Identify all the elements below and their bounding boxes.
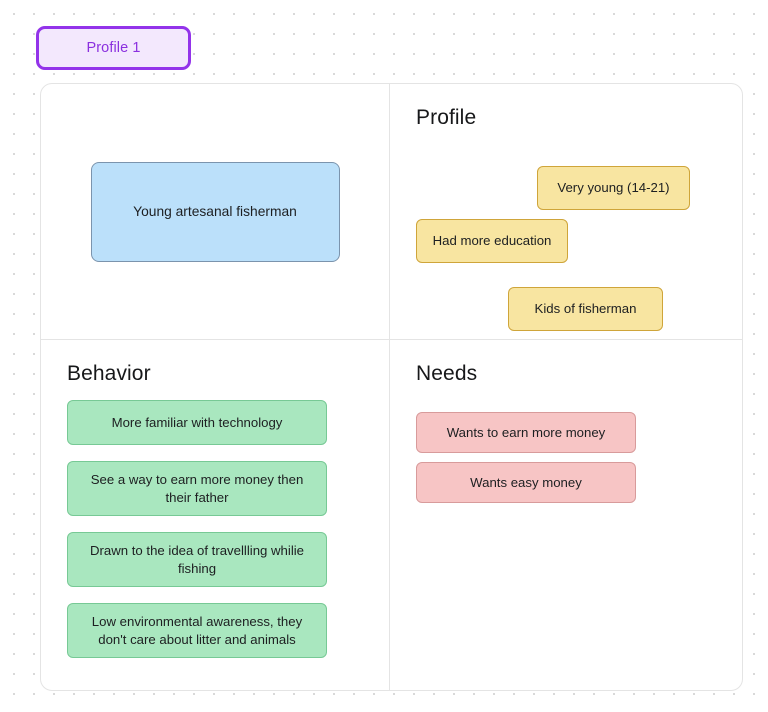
quadrant-grid: Young artesanal fisherman Profile Very y… xyxy=(41,84,742,690)
quadrant-needs: Needs Wants to earn more money Wants eas… xyxy=(390,340,742,690)
persona-board: Young artesanal fisherman Profile Very y… xyxy=(40,83,743,691)
behavior-card[interactable]: More familiar with technology xyxy=(67,400,327,445)
hero-wrapper: Young artesanal fisherman xyxy=(67,106,363,317)
behavior-card[interactable]: Drawn to the idea of travellling whilie … xyxy=(67,532,327,587)
needs-section-title: Needs xyxy=(416,362,478,385)
tab-profile-1[interactable]: Profile 1 xyxy=(36,26,191,70)
behavior-card[interactable]: See a way to earn more money then their … xyxy=(67,461,327,516)
quadrant-hero: Young artesanal fisherman xyxy=(41,84,390,340)
profile-card-label: Very young (14-21) xyxy=(557,180,670,196)
tab-row: Profile 1 xyxy=(36,26,191,70)
needs-card[interactable]: Wants to earn more money xyxy=(416,412,636,453)
profile-card[interactable]: Had more education xyxy=(416,219,568,263)
quadrant-behavior: Behavior More familiar with technology S… xyxy=(41,340,390,690)
hero-card[interactable]: Young artesanal fisherman xyxy=(90,161,340,262)
behavior-card-label: Low environmental awareness, they don't … xyxy=(91,613,303,647)
profile-card[interactable]: Kids of fisherman xyxy=(508,287,663,331)
behavior-card-label: Drawn to the idea of travellling whilie … xyxy=(89,542,305,576)
profile-card-label: Had more education xyxy=(432,233,552,249)
behavior-card[interactable]: Low environmental awareness, they don't … xyxy=(67,603,327,658)
quadrant-profile: Profile Very young (14-21) Had more educ… xyxy=(390,84,742,340)
needs-card-list: Wants to earn more money Wants easy mone… xyxy=(416,412,716,503)
profile-section-title: Profile xyxy=(416,106,477,129)
profile-card-label: Kids of fisherman xyxy=(534,301,637,317)
hero-card-label: Young artesanal fisherman xyxy=(133,204,297,219)
behavior-card-label: More familiar with technology xyxy=(111,414,283,430)
behavior-card-list: More familiar with technology See a way … xyxy=(67,400,363,658)
needs-card-label: Wants to earn more money xyxy=(446,424,606,440)
behavior-card-label: See a way to earn more money then their … xyxy=(90,471,304,505)
profile-card-area: Very young (14-21) Had more education Ki… xyxy=(416,136,716,347)
needs-card[interactable]: Wants easy money xyxy=(416,462,636,503)
profile-card[interactable]: Very young (14-21) xyxy=(537,166,690,210)
needs-card-label: Wants easy money xyxy=(470,474,582,490)
tab-label: Profile 1 xyxy=(86,40,141,56)
behavior-section-title: Behavior xyxy=(67,362,151,385)
